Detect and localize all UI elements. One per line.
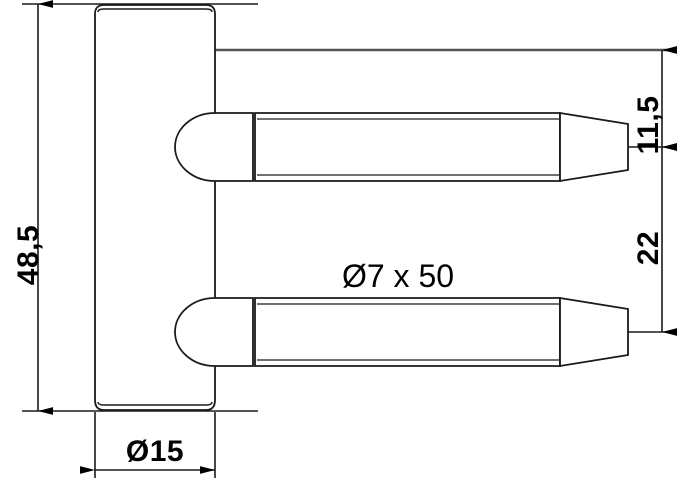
lower-pin — [174, 296, 629, 368]
dimension-line-pin-spacing: 22 — [632, 143, 677, 336]
dim-label-plate-width: Ø15 — [126, 435, 184, 468]
upper-pin-body — [254, 112, 561, 182]
lower-pin-body — [254, 297, 561, 367]
annotation-pin-spec: Ø7 x 50 — [342, 258, 454, 294]
dimension-line-plate-width: Ø15 — [80, 435, 215, 474]
plate-top-inner-edge — [97, 8, 213, 13]
annotation-label-pin-spec: Ø7 x 50 — [342, 258, 454, 294]
upper-pin-rounded-head — [174, 112, 254, 182]
plate-bottom-inner-edge — [97, 401, 213, 406]
dim-label-top-pin-offset: 11,5 — [632, 96, 665, 155]
lower-pin-rounded-head — [174, 297, 254, 367]
lower-pin-tapered-tip — [559, 296, 629, 368]
upper-pin-tapered-tip — [559, 111, 629, 183]
dimension-line-top-pin-offset: 11,5 — [632, 46, 677, 155]
extension-lines — [22, 3, 668, 478]
dim-label-height-overall: 48,5 — [12, 225, 45, 285]
dim-label-pin-spacing: 22 — [632, 231, 665, 265]
dimension-line-height-overall: 48,5 — [12, 0, 53, 415]
upper-pin — [174, 111, 629, 183]
